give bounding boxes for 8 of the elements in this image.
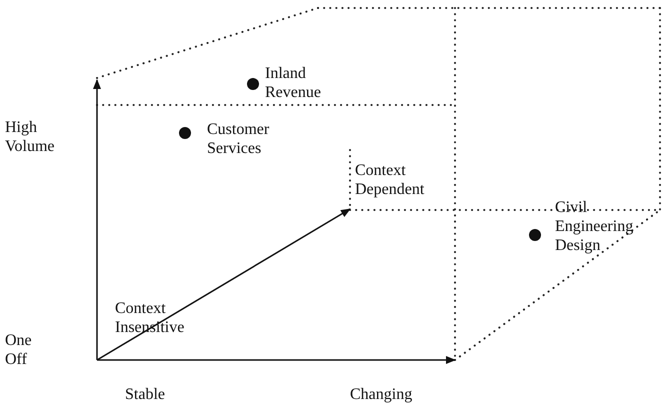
axis-label: Inland Revenue (265, 64, 322, 102)
axis-label: Stable (125, 385, 166, 404)
axis-label: One Off (5, 331, 33, 369)
axis-label: Changing (350, 385, 414, 404)
axis-label: High Volume (5, 118, 56, 156)
axis-label: Customer Services (207, 120, 270, 158)
axis-label: Civil Engineering Design (555, 198, 634, 255)
axis-label: Context Dependent (355, 161, 426, 199)
